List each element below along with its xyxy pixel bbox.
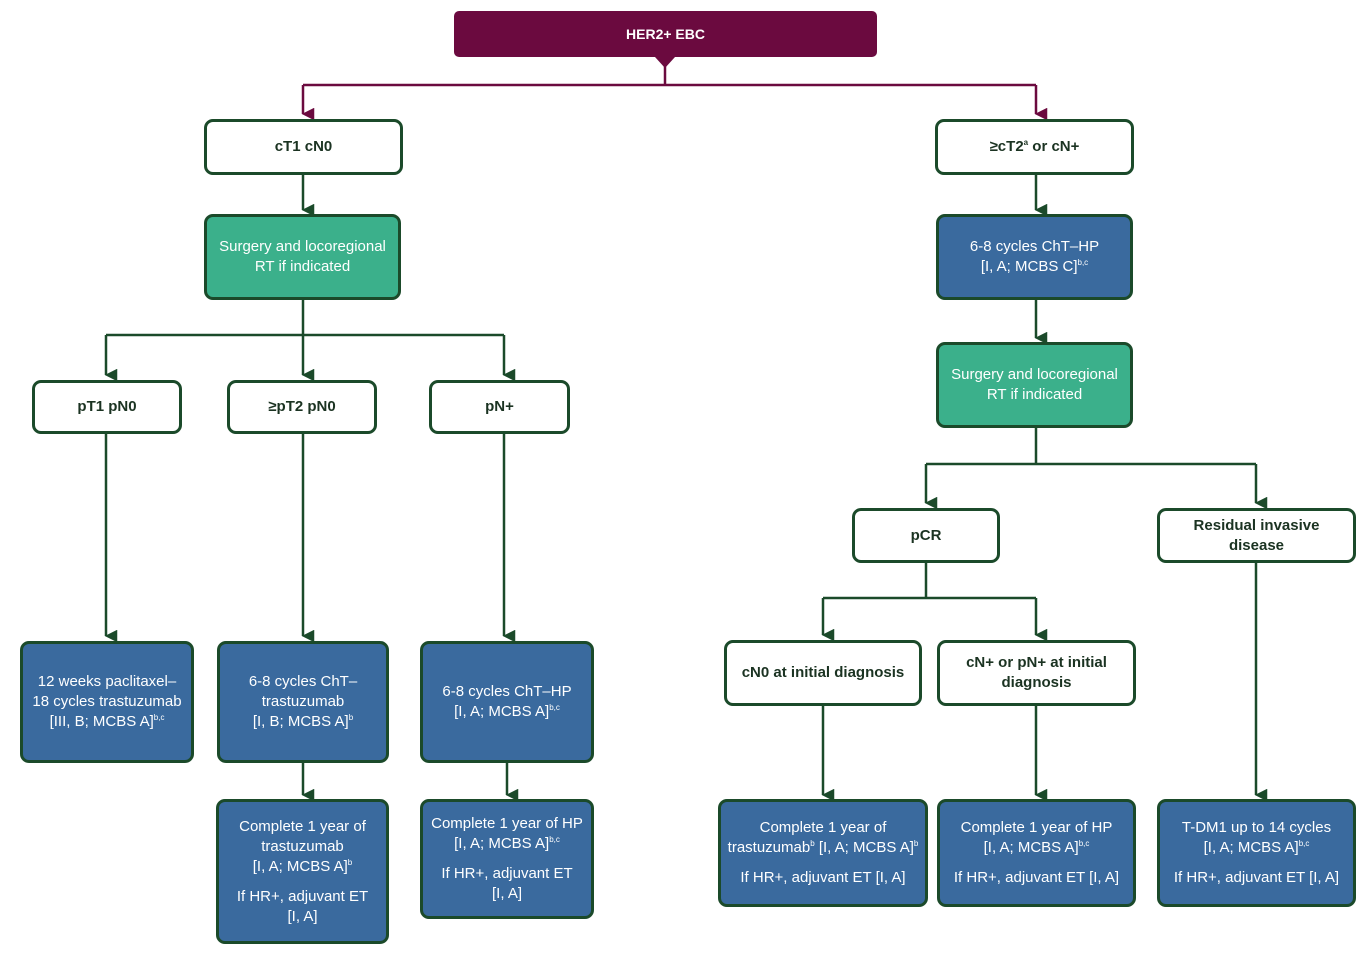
fu-residual-line3: If HR+, adjuvant ET [I, A]: [1173, 869, 1340, 886]
fu-pn-line4: [I, A]: [491, 885, 522, 902]
surgery-right-line1: Surgery and locoregional: [951, 366, 1118, 383]
followup-node-pn: Complete 1 year of HP [I, A; MCBS A]b,c …: [420, 799, 594, 919]
right-split: [926, 428, 1256, 466]
cnplus-line2: diagnosis: [1001, 674, 1072, 691]
fu-cn0-line1: Complete 1 year of: [759, 819, 887, 836]
fu-residual-footnote: b,c: [1298, 839, 1310, 848]
fu-pt2-footnote: b: [347, 857, 353, 867]
fu-cnplus-line2: [I, A; MCBS A]b,c: [984, 838, 1090, 858]
tx-pt2-line2: trastuzumab: [261, 693, 345, 710]
stage-node-ct2: ≥cT2a or cN+: [935, 119, 1134, 175]
tx-pt1-line2: 18 cycles trastuzumab: [32, 693, 182, 710]
stage-node-pt2: ≥pT2 pN0: [227, 380, 377, 434]
tx-pn-footnote: b,c: [549, 703, 560, 712]
tx-pt2-footnote: b: [348, 713, 354, 722]
fu-cn0-evidence: [I, A; MCBS A]: [814, 839, 914, 856]
pt2-label: ≥pT2 pN0: [268, 398, 336, 415]
fu-residual-line1: T-DM1 up to 14 cycles: [1181, 819, 1332, 836]
fu-cn0-footnote2: b: [913, 839, 919, 848]
neo-footnote: b,c: [1077, 258, 1089, 267]
fu-pt2-line5: [I, A]: [287, 907, 318, 925]
stage-ct1-label: cT1 cN0: [274, 138, 333, 155]
fu-cnplus-evidence: [I, A; MCBS A]: [983, 839, 1079, 856]
fu-residual-evidence: [I, A; MCBS A]: [1203, 839, 1299, 856]
followup-node-cnplus: Complete 1 year of HP [I, A; MCBS A]b,c …: [937, 799, 1136, 907]
followup-node-cn0: Complete 1 year of trastuzumabb [I, A; M…: [718, 799, 928, 907]
treatment-node-pt1: 12 weeks paclitaxel– 18 cycles trastuzum…: [20, 641, 194, 763]
surgery-right-line2: RT if indicated: [986, 386, 1083, 403]
subgroup-node-cn0: cN0 at initial diagnosis: [724, 640, 922, 706]
subgroup-node-cnplus: cN+ or pN+ at initial diagnosis: [937, 640, 1136, 706]
fu-cn0-footnote1: b: [810, 839, 815, 848]
tx-pt2-line3: [I, B; MCBS A]b: [253, 712, 353, 732]
tx-pt2-line1: 6-8 cycles ChT–: [248, 673, 358, 690]
pt1-label: pT1 pN0: [77, 398, 137, 415]
fu-cn0-line2: trastuzumabb [I, A; MCBS A]b: [728, 838, 919, 858]
root-notch: [655, 57, 675, 68]
followup-node-pt2: Complete 1 year of trastuzumab [I, A; MC…: [216, 799, 389, 944]
pcr-label: pCR: [910, 526, 942, 544]
followup-node-residual: T-DM1 up to 14 cycles [I, A; MCBS A]b,c …: [1157, 799, 1356, 907]
residual-label: Residual invasive disease: [1193, 516, 1320, 554]
neo-evidence: [I, A; MCBS C]: [980, 258, 1078, 275]
neo-line1: 6-8 cycles ChT–HP: [969, 238, 1100, 255]
cn0-label: cN0 at initial diagnosis: [741, 664, 905, 681]
tx-pt1-line3: [III, B; MCBS A]b,c: [50, 712, 165, 732]
stage-node-pt1: pT1 pN0: [32, 380, 182, 434]
fu-pn-evidence: [I, A; MCBS A]: [454, 835, 550, 852]
tx-pt2-evidence: [I, B; MCBS A]: [252, 713, 349, 730]
tx-pt1-line1: 12 weeks paclitaxel–: [37, 673, 177, 690]
left-split: [106, 300, 504, 337]
root-label: HER2+ EBC: [626, 26, 705, 42]
tx-pt1-evidence: [III, B; MCBS A]: [49, 713, 154, 730]
stage-node-pn: pN+: [429, 380, 570, 434]
fu-cn0-line3: If HR+, adjuvant ET [I, A]: [740, 869, 906, 886]
fu-pt2-line1: Complete 1 year of: [239, 817, 366, 835]
surgery-node-right: Surgery and locoregional RT if indicated: [936, 342, 1133, 428]
tx-pt1-footnote: b,c: [153, 713, 165, 722]
neo-line2: [I, A; MCBS C]b,c: [981, 257, 1088, 277]
ct2-prefix: ≥cT2: [989, 138, 1024, 155]
fu-cnplus-line3: If HR+, adjuvant ET [I, A]: [953, 869, 1120, 886]
fu-pn-line2: [I, A; MCBS A]b,c: [454, 834, 560, 854]
pcr-split: [823, 563, 1036, 600]
ct2-footnote: a: [1023, 138, 1029, 147]
outcome-node-residual: Residual invasive disease: [1157, 508, 1356, 563]
fu-pt2-line3: [I, A; MCBS A]b: [253, 857, 353, 877]
root-node: HER2+ EBC: [454, 11, 877, 57]
fu-pt2-line4: If HR+, adjuvant ET: [236, 887, 369, 905]
stage-node-ct1: cT1 cN0: [204, 119, 403, 175]
fu-cnplus-footnote: b,c: [1078, 839, 1090, 848]
fu-pt2-line2: trastuzumab: [261, 837, 344, 855]
ct2-suffix: or cN+: [1028, 138, 1080, 155]
surgery-left-line1: Surgery and locoregional: [219, 238, 386, 255]
neoadjuvant-node: 6-8 cycles ChT–HP [I, A; MCBS C]b,c: [936, 214, 1133, 300]
stage-ct2-label: ≥cT2a or cN+: [990, 137, 1080, 157]
treatment-node-pn: 6-8 cycles ChT–HP [I, A; MCBS A]b,c: [420, 641, 594, 763]
surgery-node-left: Surgery and locoregional RT if indicated: [204, 214, 401, 300]
treatment-node-pt2: 6-8 cycles ChT– trastuzumab [I, B; MCBS …: [217, 641, 389, 763]
fu-cnplus-line1: Complete 1 year of HP: [960, 819, 1113, 836]
fu-cn0-drug: trastuzumab: [727, 839, 811, 856]
fu-pn-footnote: b,c: [549, 835, 560, 844]
tx-pn-line1: 6-8 cycles ChT–HP: [442, 683, 572, 700]
tx-pn-evidence: [I, A; MCBS A]: [454, 703, 550, 720]
cnplus-line1: cN+ or pN+ at initial: [966, 654, 1107, 671]
pn-label: pN+: [485, 398, 514, 415]
fu-pn-line1: Complete 1 year of HP: [431, 815, 583, 832]
fu-pt2-evidence: [I, A; MCBS A]: [252, 857, 348, 875]
fu-residual-line2: [I, A; MCBS A]b,c: [1204, 838, 1310, 858]
outcome-node-pcr: pCR: [852, 508, 1000, 563]
fu-pn-line3: If HR+, adjuvant ET: [441, 865, 573, 882]
surgery-left-line2: RT if indicated: [254, 258, 351, 275]
tx-pn-line2: [I, A; MCBS A]b,c: [454, 702, 560, 722]
